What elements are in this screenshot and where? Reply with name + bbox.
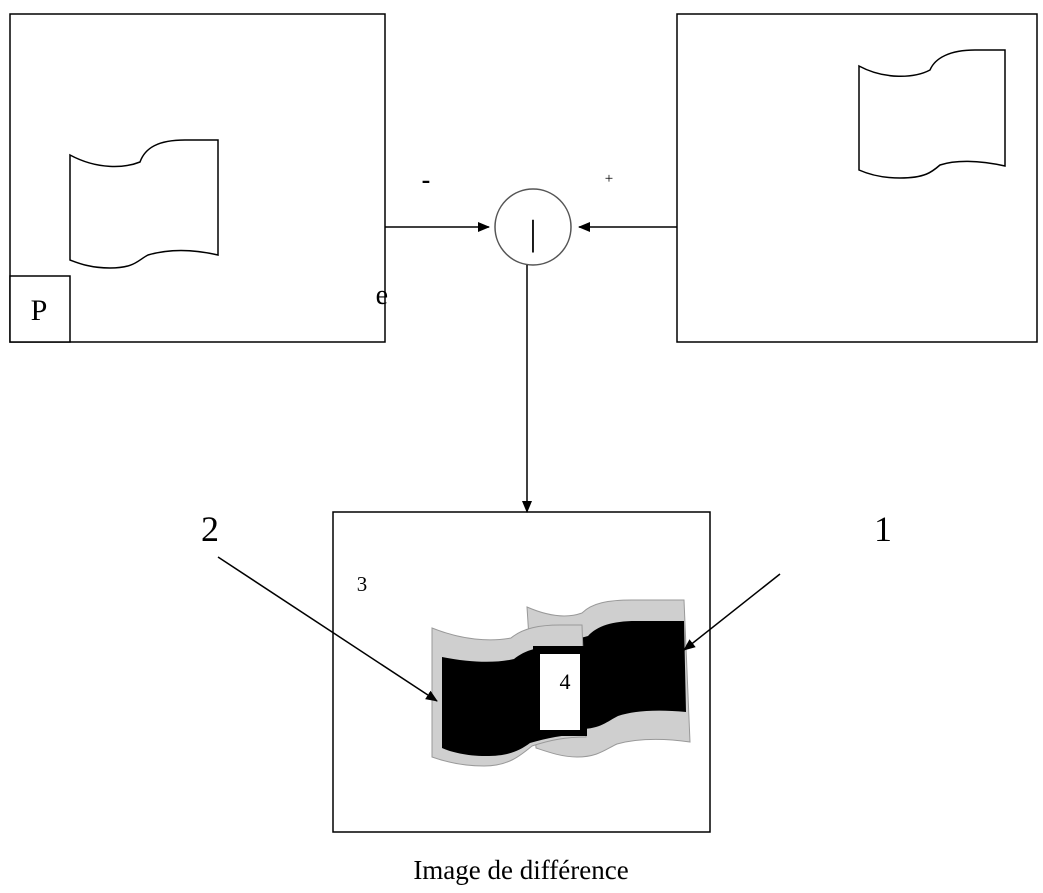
operator-inner-symbol: | <box>529 213 536 253</box>
callout-4: 4 <box>560 669 571 694</box>
callout-2-arrow <box>217 556 438 702</box>
left-image-frame: P e <box>9 13 388 343</box>
corner-label-box <box>9 275 71 343</box>
overlap-fragment-text: e <box>376 280 388 311</box>
callouts: 2 1 <box>201 509 892 702</box>
minus-sign: - <box>422 165 431 194</box>
operator-circle <box>494 188 572 266</box>
right-frame-border <box>676 13 1038 343</box>
callout-1-arrow <box>683 573 781 651</box>
right-document-shape <box>858 49 1006 179</box>
corner-label-p: P <box>31 294 48 327</box>
subtraction-operator: | - + <box>385 165 677 513</box>
callout-1: 1 <box>874 509 892 549</box>
callout-3: 3 <box>357 572 368 596</box>
diagram-caption: Image de différence <box>413 855 628 885</box>
plus-sign: + <box>605 171 613 187</box>
left-frame-border <box>9 13 386 343</box>
callout-2: 2 <box>201 509 219 549</box>
difference-image-frame: 4 3 <box>332 511 711 833</box>
overlap-box <box>540 654 580 730</box>
right-image-frame <box>676 13 1038 343</box>
left-document-shape <box>69 139 219 269</box>
difference-frame-border <box>332 511 711 833</box>
